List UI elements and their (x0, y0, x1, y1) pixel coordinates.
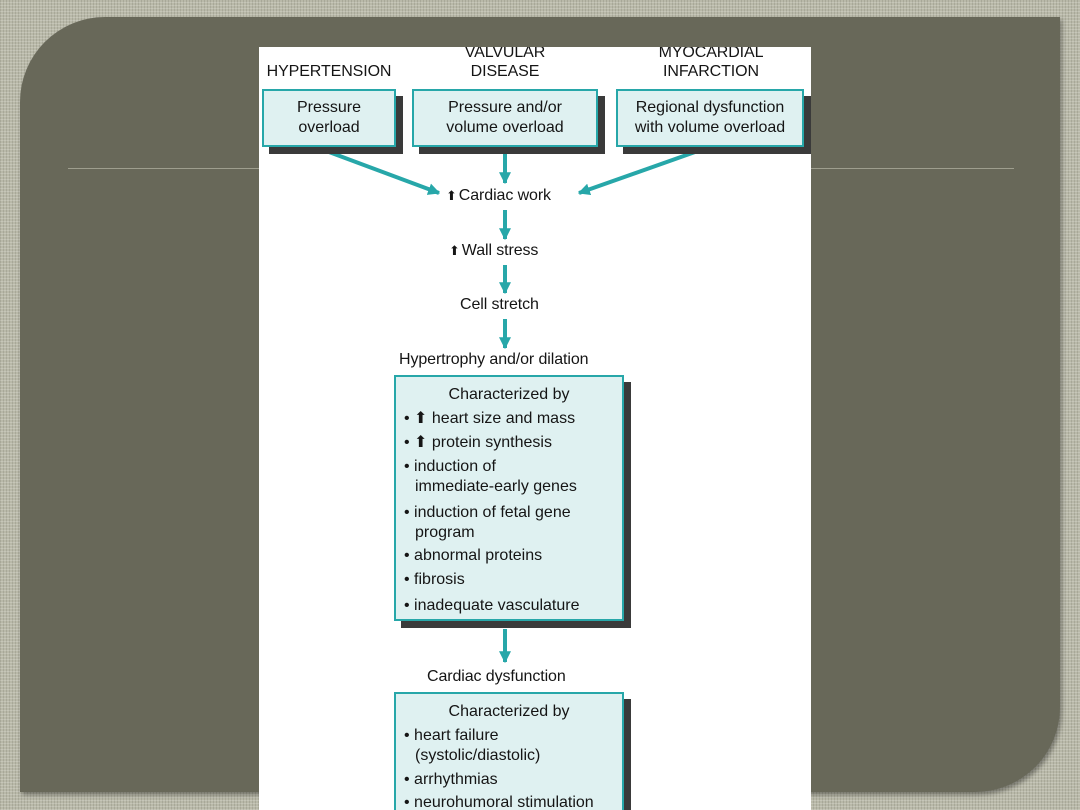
list-item: immediate-early genes (415, 478, 577, 495)
label-cell-stretch: Cell stretch (460, 296, 539, 313)
list-item: • induction of fetal gene (404, 504, 571, 521)
box-pressure-overload-text: Pressure overload (296, 99, 362, 136)
box-regional-dysfunction: Regional dysfunction with volume overloa… (616, 89, 804, 147)
list-item: • inadequate vasculature (404, 597, 580, 614)
heading-infarction: MYOCARDIAL INFARCTION (658, 47, 764, 80)
increase-arrow-icon: ⬆ (449, 243, 460, 258)
label-cardiac-dysfunction: Cardiac dysfunction (427, 668, 566, 685)
label-cardiac-work: ⬆Cardiac work (446, 186, 551, 206)
list-title: Characterized by (448, 703, 570, 720)
list-item: • ⬆ protein synthesis (404, 434, 552, 451)
heading-valvular: VALVULAR DISEASE (464, 47, 546, 80)
label-wall-stress: ⬆Wall stress (449, 241, 538, 261)
box-hypertrophy-characteristics: Characterized by • ⬆ heart size and mass… (394, 375, 624, 621)
box-dysfunction-characteristics: Characterized by • heart failure (systol… (394, 692, 624, 810)
box-pressure-overload: Pressure overload (262, 89, 396, 147)
label-cardiac-work-text: Cardiac work (458, 187, 551, 204)
list-item: (systolic/diastolic) (415, 747, 541, 764)
list-item: • neurohumoral stimulation (404, 794, 594, 810)
flowchart-figure: HYPERTENSION VALVULAR DISEASE MYOCARDIAL… (259, 47, 811, 810)
connector-arrows (328, 150, 696, 664)
increase-arrow-icon: ⬆ (446, 188, 457, 203)
box-regional-dysfunction-text: Regional dysfunction with volume overloa… (634, 99, 786, 136)
list-item: • induction of (404, 458, 496, 475)
list-item: • ⬆ heart size and mass (404, 410, 576, 427)
list-item: • abnormal proteins (404, 547, 543, 564)
list-item: • arrhythmias (404, 771, 498, 788)
arrow-hypertension-to-work (328, 150, 441, 195)
label-hypertrophy: Hypertrophy and/or dilation (399, 351, 589, 368)
box-pressure-volume-overload-text: Pressure and/or volume overload (446, 99, 564, 136)
list-title: Characterized by (448, 386, 570, 403)
box-pressure-volume-overload: Pressure and/or volume overload (412, 89, 598, 147)
arrow-infarction-to-work (577, 150, 696, 196)
list-item: • heart failure (404, 727, 499, 744)
list-item: • fibrosis (404, 571, 465, 588)
heading-hypertension: HYPERTENSION (266, 63, 392, 80)
list-item: program (415, 524, 475, 541)
label-wall-stress-text: Wall stress (461, 242, 539, 259)
